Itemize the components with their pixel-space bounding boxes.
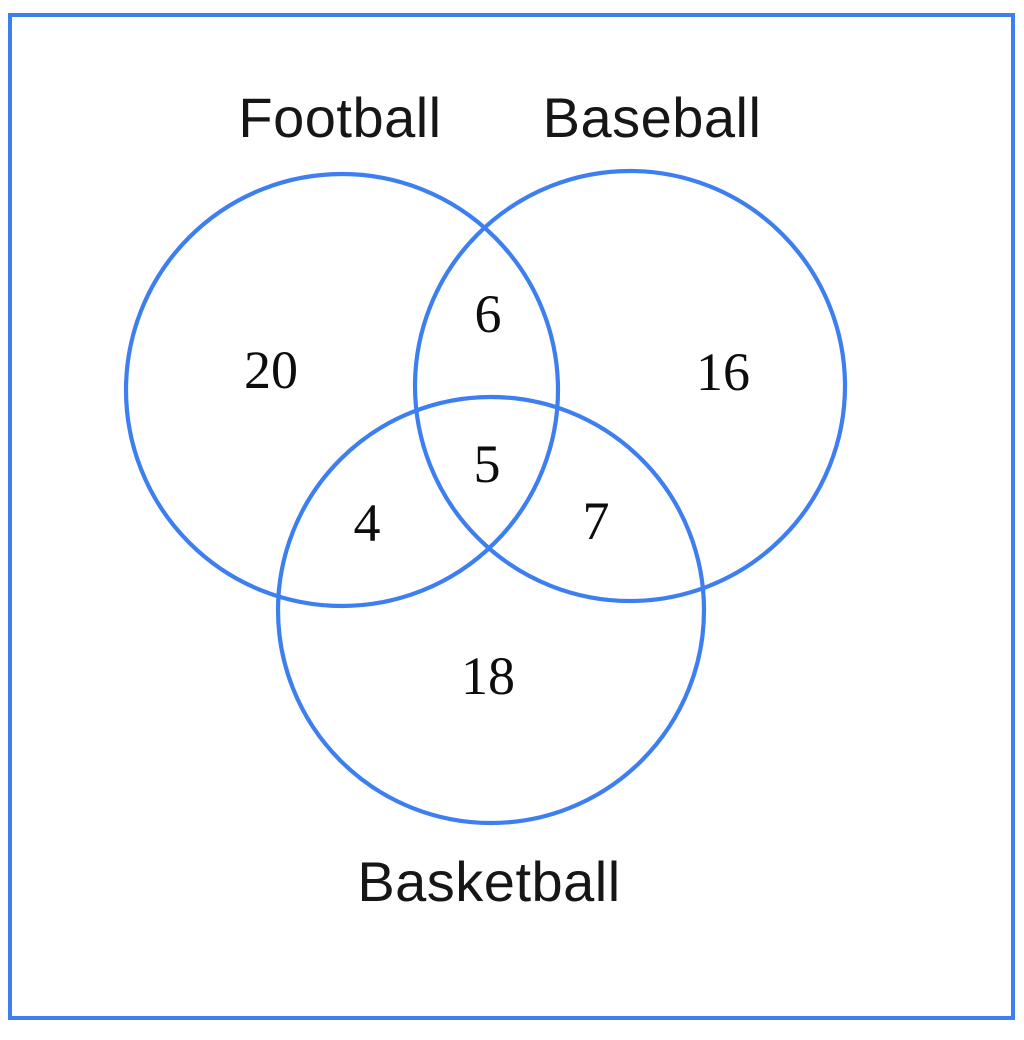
set-label-football: Football bbox=[238, 86, 442, 149]
circle-baseball bbox=[412, 168, 848, 604]
set-label-basketball: Basketball bbox=[357, 850, 621, 913]
region-value-baseball-basketball: 7 bbox=[582, 491, 610, 551]
region-value-football-basketball: 4 bbox=[353, 493, 381, 553]
circle-basketball bbox=[275, 394, 707, 826]
circle-football bbox=[123, 171, 561, 609]
set-label-baseball: Baseball bbox=[542, 86, 762, 149]
region-value-football-baseball: 6 bbox=[474, 284, 502, 344]
region-value-baseball-only: 16 bbox=[696, 342, 750, 402]
region-value-football-only: 20 bbox=[244, 340, 298, 400]
region-value-all-three: 5 bbox=[473, 434, 501, 494]
region-value-basketball-only: 18 bbox=[461, 646, 515, 706]
diagram-frame-border bbox=[8, 13, 1015, 1020]
